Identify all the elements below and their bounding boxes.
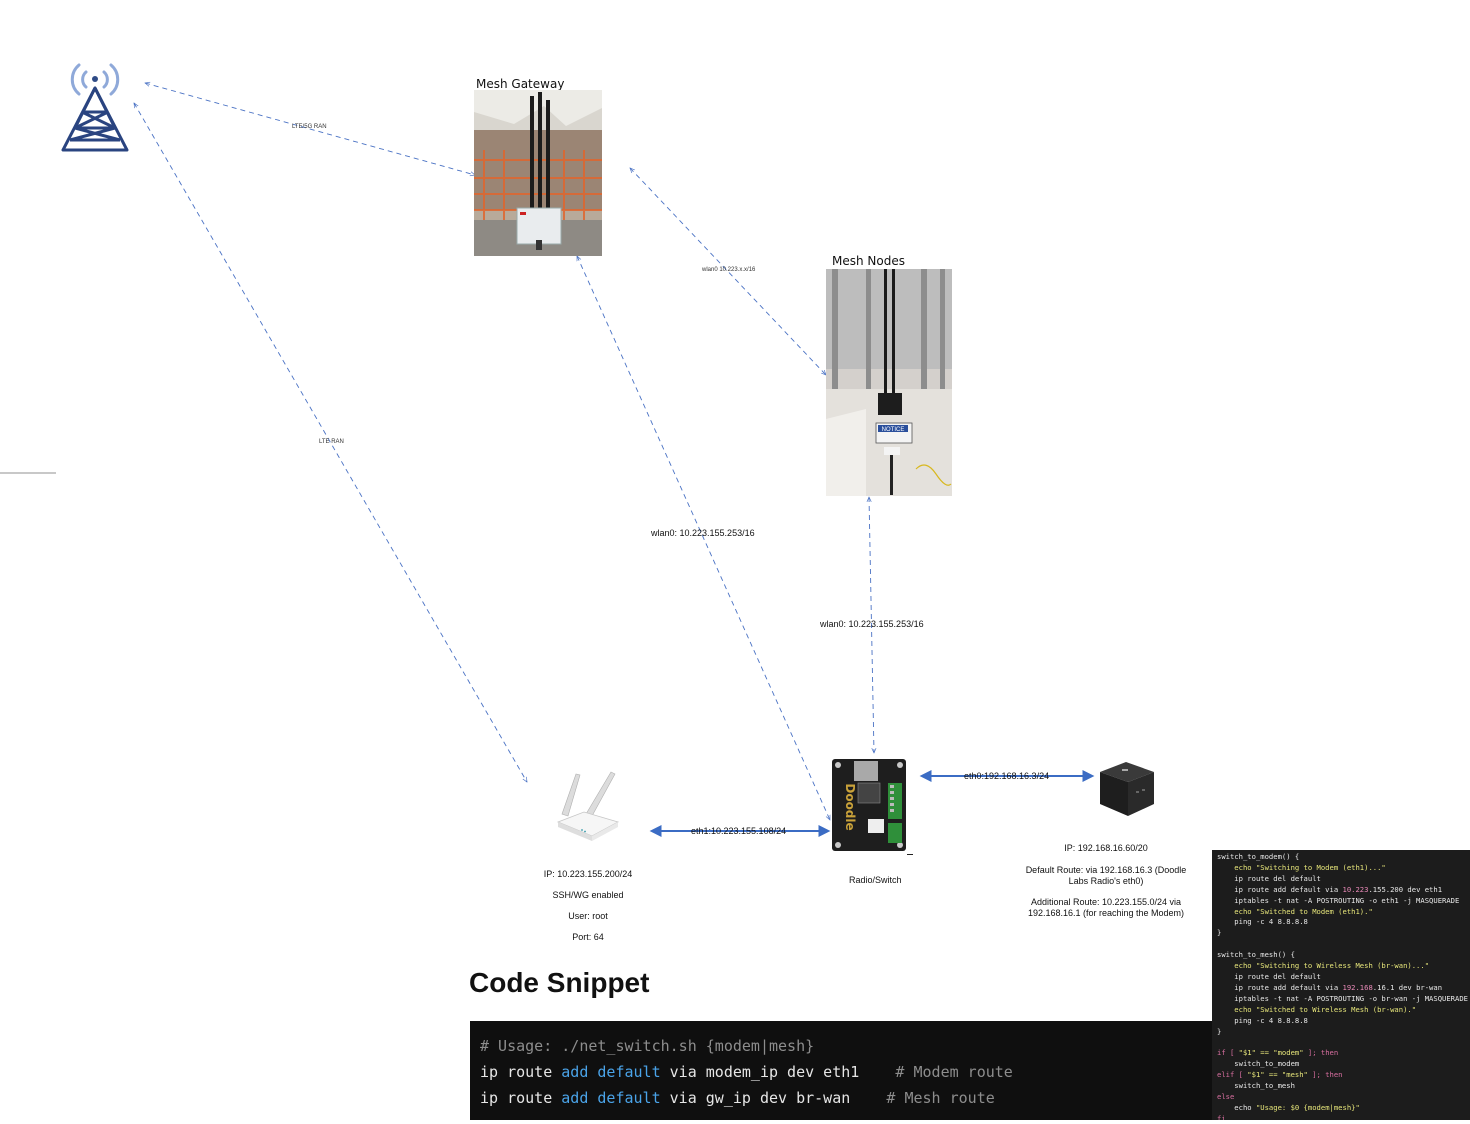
pc-additional-route: Additional Route: 10.223.155.0/24 via 19… [1027,897,1185,918]
mesh-nodes-title: Mesh Nodes [832,254,905,268]
link-label-router-radio: eth1:10.223.155.108/24 [691,826,787,836]
pc-info: IP: 192.168.16.60/20 Default Route: via … [1022,843,1190,919]
link-label-lte-ran: LTE RAN [319,439,344,445]
link-nodes-radio [869,497,874,753]
router-ip: IP: 10.223.155.200/24 [543,869,633,879]
link-label-gateway-nodes: wlan0 10.223.x.x/16 [702,267,756,273]
router-ssh: SSH/WG enabled [552,890,624,900]
radio-switch-image: Doodle [832,759,906,851]
code-snippet-block: # Usage: ./net_switch.sh {modem|mesh} ip… [470,1021,1212,1120]
mesh-nodes-photo: NOTICE [826,269,952,496]
link-gateway-radio [576,256,831,820]
cell-tower-icon [61,63,129,152]
code-line-usage: # Usage: ./net_switch.sh {modem|mesh} [480,1037,815,1055]
radio-switch-label: Radio/Switch [849,875,902,885]
notice-sign-text: NOTICE [882,427,905,433]
pc-ip: IP: 192.168.16.60/20 [1064,843,1148,853]
router-image [556,771,620,841]
mini-pc-image [1100,762,1154,816]
code-snippet-title: Code Snippet [469,967,650,998]
radio-brand-text: Doodle [843,783,857,830]
link-label-gateway-radio: wlan0: 10.223.155.253/16 [651,528,755,538]
link-label-nodes-radio: wlan0: 10.223.155.253/16 [820,619,924,629]
router-info: IP: 10.223.155.200/24 SSH/WG enabled Use… [520,869,656,943]
radio-tick [907,854,913,855]
link-label-radio-pc: eth0:192.168.16.3/24 [964,771,1050,781]
link-tower-router [134,103,527,782]
link-label-lte5g-ran: LTE/5G RAN [292,124,327,130]
code-line-modem-route: ip route add default via modem_ip dev et… [480,1063,1013,1081]
router-user: User: root [568,911,608,921]
pc-default-route: Default Route: via 192.168.16.3 (Doodle … [1025,865,1187,886]
mesh-gateway-photo [474,90,602,256]
code-line-mesh-route: ip route add default via gw_ip dev br-wa… [480,1089,995,1107]
router-port: Port: 64 [572,932,604,942]
mesh-gateway-title: Mesh Gateway [476,77,565,91]
script-panel: switch_to_modem() { echo "Switching to M… [1212,850,1470,1120]
